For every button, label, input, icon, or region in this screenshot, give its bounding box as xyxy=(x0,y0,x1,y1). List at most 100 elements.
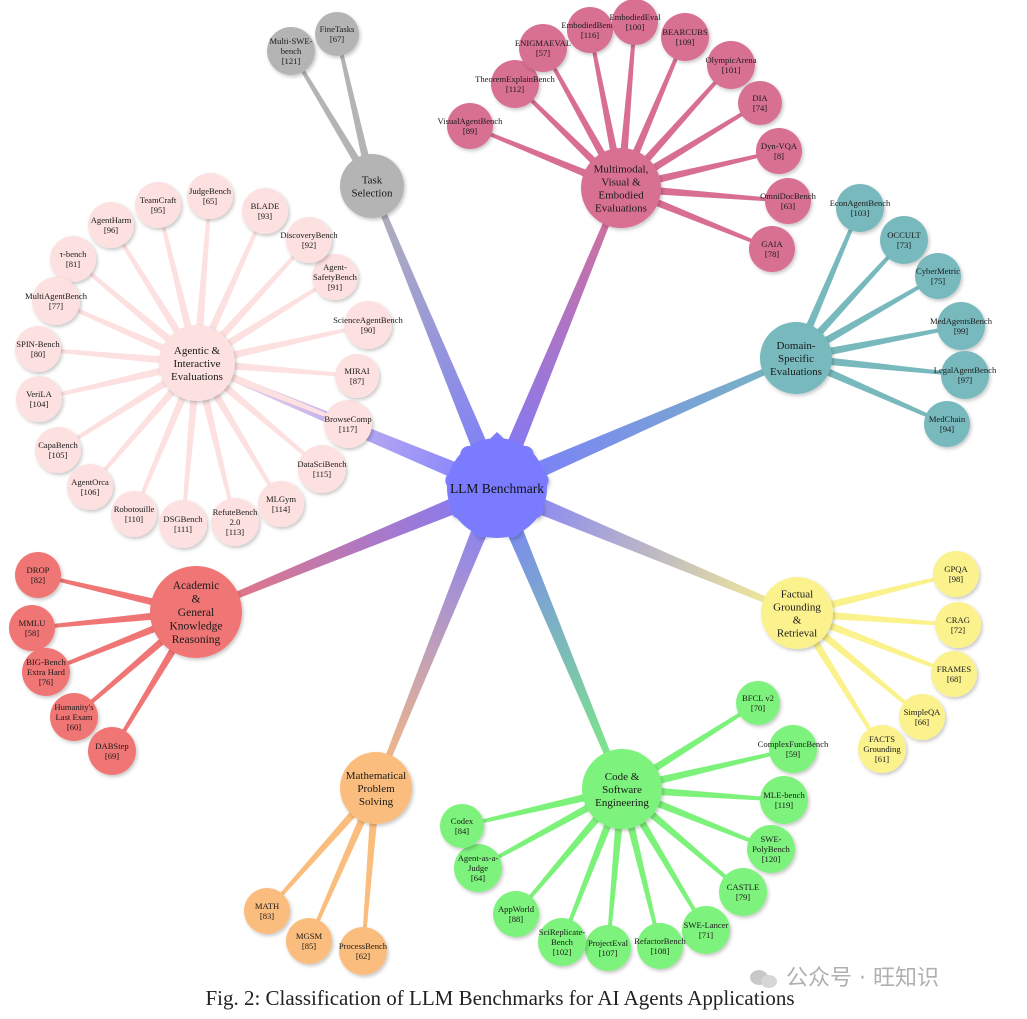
leaf-label: SimpleQA[66] xyxy=(904,707,942,727)
leaf-node-agent-as-a-judge: Agent-as-a-Judge[64] xyxy=(454,844,502,892)
leaf-circle xyxy=(915,253,961,299)
leaf-circle xyxy=(16,376,62,422)
leaf-label: DiscoveryBench[92] xyxy=(280,230,338,250)
factual-edge-gpqa xyxy=(795,572,957,618)
leaf-label: GPQA[98] xyxy=(944,564,968,584)
factual-edge-crag xyxy=(796,608,959,627)
leaf-node-robotouille: Robotouille[110] xyxy=(111,491,157,537)
leaf-node-mgsm: MGSM[85] xyxy=(286,918,332,964)
domain-edge-medchain xyxy=(794,354,948,426)
leaf-node-medagentsbench: MedAgentsBench[99] xyxy=(930,302,993,350)
leaf-label: OCCULT[73] xyxy=(887,230,921,250)
leaf-label: EconAgentBench[103] xyxy=(830,198,891,218)
math-node-circle xyxy=(340,752,412,824)
factual-branch xyxy=(493,479,798,616)
leaf-node-mle-bench: MLE-bench[119] xyxy=(760,776,808,824)
leaf-circle xyxy=(899,694,945,740)
leaf-label: CapaBench[105] xyxy=(38,440,78,460)
leaf-circle xyxy=(760,776,808,824)
leaf-circle xyxy=(32,277,80,325)
leaf-label: CASTLE[79] xyxy=(727,882,759,902)
multimodal-edge-omnidocbench xyxy=(620,183,789,203)
leaf-circle xyxy=(286,918,332,964)
leaf-circle xyxy=(258,481,304,527)
leaf-node-appworld: AppWorld[88] xyxy=(493,891,539,937)
agentic-edge-refutebench-2-0 xyxy=(192,362,237,523)
leaf-circle xyxy=(50,236,96,282)
leaf-node-theoremexplainbench: TheoremExplainBench[112] xyxy=(475,60,556,108)
leaf-label: FRAMES[68] xyxy=(937,664,972,684)
domain-edge-econagentbench xyxy=(792,207,862,360)
leaf-label: BEARCUBS[109] xyxy=(662,27,708,47)
leaf-node-spin-bench: SPIN-Bench[80] xyxy=(15,326,61,372)
leaf-label: BLADE[93] xyxy=(251,201,280,221)
leaf-circle xyxy=(35,427,81,473)
math-branch xyxy=(373,484,506,789)
leaf-circle xyxy=(738,81,782,125)
leaf-circle xyxy=(707,41,755,89)
leaf-node-gaia: GAIA[78] xyxy=(749,226,795,272)
leaf-node-blade: BLADE[93] xyxy=(242,188,288,234)
leaf-label: CRAG[72] xyxy=(946,615,970,635)
leaf-circle xyxy=(15,552,61,598)
leaf-node-olympicarena: OlympicArena[101] xyxy=(705,41,757,89)
leaf-circle xyxy=(941,351,989,399)
leaf-circle xyxy=(661,13,709,61)
leaf-label: ComplexFuncBench[59] xyxy=(758,739,829,759)
agentic-edge-judgebench xyxy=(192,195,212,364)
leaf-label: MGSM[85] xyxy=(296,931,323,951)
leaf-node-castle: CASTLE[79] xyxy=(719,868,767,916)
leaf-circle xyxy=(244,888,290,934)
leaf-label: JudgeBench[65] xyxy=(189,186,232,206)
leaf-circle xyxy=(211,498,259,546)
leaf-node-refactorbench: RefactorBench[108] xyxy=(634,923,686,969)
agentic-edge-dsgbench xyxy=(181,362,202,525)
leaf-circle xyxy=(747,825,795,873)
leaf-node-cybermetric: CyberMetric[75] xyxy=(915,253,961,299)
leaf-circle xyxy=(765,178,811,224)
leaf-label: Multi-SWE-bench[121] xyxy=(270,36,313,66)
leaf-node-legalagentbench: LegalAgentBench[97] xyxy=(934,351,997,399)
leaf-label: DROP[82] xyxy=(27,565,50,585)
leaf-node-bench: τ-bench[81] xyxy=(50,236,96,282)
task-edge-finetasks xyxy=(335,33,377,187)
multimodal-edge-embodiedeval xyxy=(616,21,637,189)
leaf-label: ScienceAgentBench[90] xyxy=(333,315,403,335)
domain-edge-occult xyxy=(792,238,906,361)
leaf-circle xyxy=(749,226,795,272)
leaf-node-math: MATH[83] xyxy=(244,888,290,934)
leaf-circle xyxy=(612,0,658,45)
leaf-circle xyxy=(22,648,70,696)
leaf-node-embodiedeval: EmbodiedEval[100] xyxy=(609,0,661,45)
leaf-label: MLE-bench[119] xyxy=(763,790,805,810)
agentic-edge-mlgym xyxy=(193,360,283,505)
multimodal-node-circle xyxy=(581,148,661,228)
leaf-label: ENIGMAEVAL[57] xyxy=(515,38,571,58)
leaf-circle xyxy=(298,445,346,493)
leaf-node-finetasks: FineTasks[67] xyxy=(315,12,359,56)
leaf-node-projecteval: ProjectEval[107] xyxy=(585,925,631,971)
leaf-node-econagentbench: EconAgentBench[103] xyxy=(830,184,891,232)
leaf-node-multiagentbench: MultiAgentBench[77] xyxy=(25,277,88,325)
leaf-circle xyxy=(50,693,98,741)
leaf-circle xyxy=(538,918,586,966)
leaf-circle xyxy=(585,925,631,971)
leaf-node-verila: VeriLA[104] xyxy=(16,376,62,422)
leaf-circle xyxy=(315,12,359,56)
leaf-circle xyxy=(924,401,970,447)
multimodal-branch xyxy=(488,187,624,492)
task-node-circle xyxy=(340,154,404,218)
